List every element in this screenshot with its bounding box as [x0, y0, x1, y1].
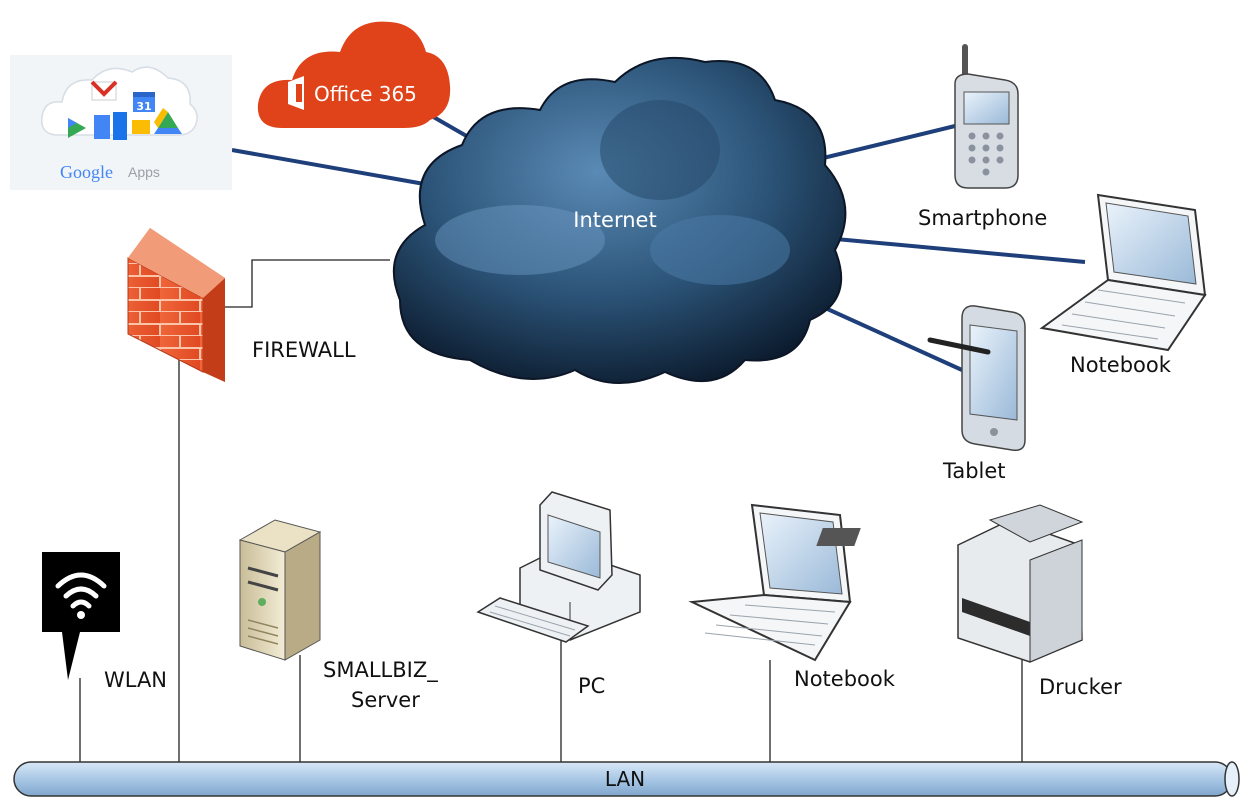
office-icon — [288, 76, 304, 110]
smartphone-icon — [954, 44, 1019, 189]
google-apps-text: Apps — [128, 164, 160, 180]
sheets-icon — [113, 112, 127, 140]
server-label-line2: Server — [351, 688, 420, 712]
link-office-internet — [429, 113, 471, 140]
lan-links — [79, 259, 1023, 762]
firewall-icon — [127, 228, 225, 382]
notebook-top-icon — [1039, 193, 1207, 352]
internet-label: Internet — [573, 208, 656, 232]
calendar-day-text: 31 — [136, 100, 151, 113]
link-internet-smartphone — [814, 124, 956, 162]
google-apps-logo: 31 Google Apps — [10, 55, 232, 190]
office365-cloud: Office 365 — [257, 21, 451, 128]
paper-tray-icon — [962, 598, 1030, 636]
wlan-label: WLAN — [104, 668, 168, 692]
tablet-label: Tablet — [943, 459, 1006, 483]
stylus-icon — [927, 337, 991, 355]
wlan-icon — [42, 552, 120, 680]
server-label-line1: SMALLBIZ_ — [323, 658, 438, 682]
lan-bus: LAN — [13, 761, 1240, 797]
notebook-top-label: Notebook — [1070, 353, 1171, 377]
lan-label: LAN — [605, 767, 645, 791]
drive-icon — [158, 112, 178, 128]
pc-icon — [476, 491, 641, 643]
hangouts-icon — [132, 120, 150, 134]
firewall-label: FIREWALL — [252, 338, 356, 362]
server-icon — [238, 519, 322, 661]
tablet-icon — [927, 305, 1026, 452]
internet-cloud: Internet — [392, 56, 847, 384]
notebook-bottom-label: Notebook — [794, 667, 895, 691]
link-firewall-internet — [178, 259, 390, 762]
link-internet-tablet — [811, 300, 963, 372]
pc-label: PC — [578, 674, 606, 698]
notebook-bottom-icon — [688, 503, 852, 662]
office365-label: Office 365 — [314, 82, 417, 106]
link-google-internet — [231, 148, 431, 187]
smartphone-label: Smartphone — [918, 206, 1048, 230]
internet-links — [231, 113, 1086, 372]
docs-icon — [94, 115, 110, 139]
link-internet-notebook — [824, 236, 1086, 264]
google-wordmark: Google — [60, 162, 113, 182]
wifi-signal-icon — [55, 572, 107, 609]
printer-icon — [816, 504, 1084, 663]
drucker-label: Drucker — [1039, 675, 1122, 699]
